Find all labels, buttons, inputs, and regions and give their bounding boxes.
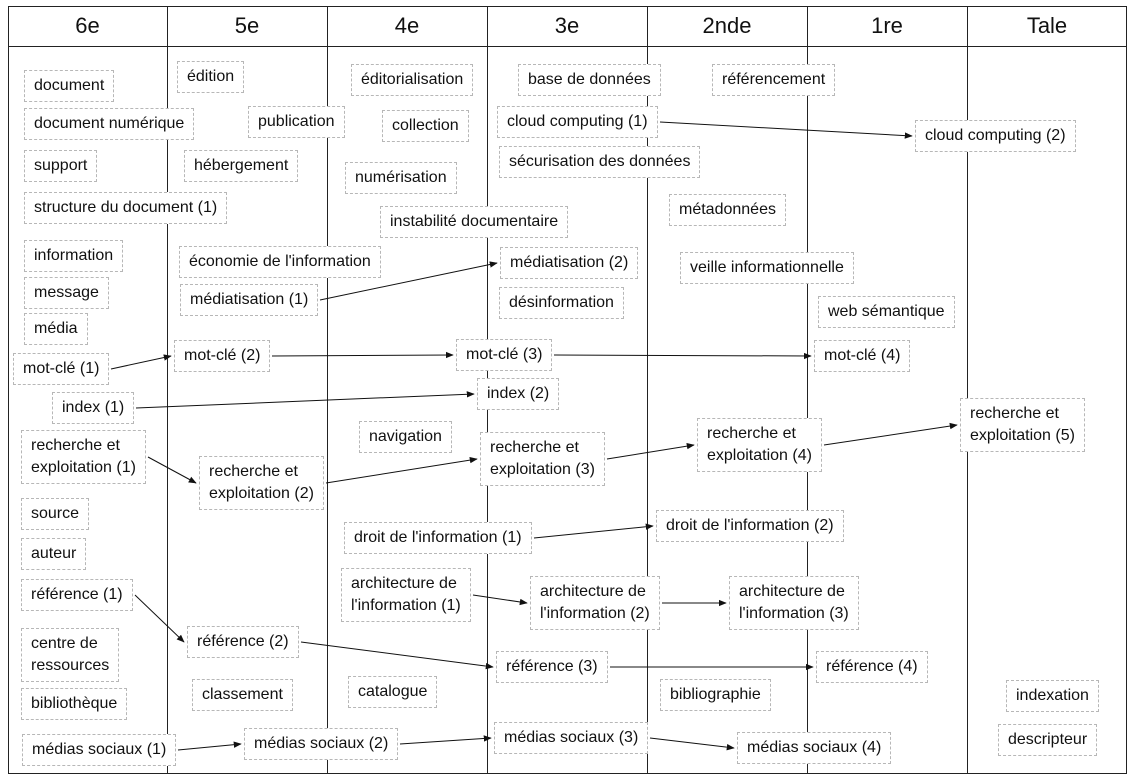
concept-reference-4: référence (4)	[816, 651, 928, 683]
concept-architecture-de-l-information-2: architecture de l'information (2)	[530, 576, 660, 630]
concept-cloud-computing-1: cloud computing (1)	[497, 106, 658, 138]
concept-architecture-de-l-information-1: architecture de l'information (1)	[341, 568, 471, 622]
concept-referencement: référencement	[712, 64, 836, 96]
concept-index-1: index (1)	[52, 392, 135, 424]
concept-media: média	[24, 313, 88, 345]
concept-bibliographie: bibliographie	[660, 679, 771, 711]
concept-recherche-et-exploitation-5: recherche et exploitation (5)	[960, 398, 1085, 452]
concept-medias-sociaux-2: médias sociaux (2)	[244, 728, 399, 760]
concept-mediatisation-2: médiatisation (2)	[500, 247, 639, 279]
concept-auteur: auteur	[21, 538, 87, 570]
progression-arrow	[325, 456, 478, 484]
progression-arrow	[147, 456, 197, 484]
concept-web-semantique: web sémantique	[818, 296, 955, 328]
concept-medias-sociaux-1: médias sociaux (1)	[22, 734, 177, 766]
concept-collection: collection	[382, 110, 469, 142]
column-header-5e: 5e	[234, 13, 260, 38]
column-header-tale: Tale	[1026, 13, 1068, 38]
progression-arrow	[823, 422, 958, 446]
progression-arrow	[533, 523, 654, 539]
concept-recherche-et-exploitation-2: recherche et exploitation (2)	[199, 456, 324, 510]
concept-reference-1: référence (1)	[21, 579, 133, 611]
concept-document-numerique: document numérique	[24, 108, 195, 140]
column-header-2nde: 2nde	[702, 13, 752, 38]
progression-arrow	[135, 391, 475, 409]
concept-droit-de-l-information-2: droit de l'information (2)	[656, 510, 844, 542]
concept-reference-2: référence (2)	[187, 626, 299, 658]
concept-message: message	[24, 277, 109, 309]
concept-medias-sociaux-4: médias sociaux (4)	[737, 732, 892, 764]
progression-arrow	[472, 594, 528, 606]
column-header-1re: 1re	[871, 13, 903, 38]
concept-document: document	[24, 70, 115, 102]
column-divider	[327, 6, 328, 774]
concept-securisation-des-donnees: sécurisation des données	[499, 146, 701, 178]
concept-architecture-de-l-information-3: architecture de l'information (3)	[729, 576, 859, 630]
concept-mot-cle-3: mot-clé (3)	[456, 339, 553, 371]
concept-editorialisation: éditorialisation	[351, 64, 474, 96]
concept-navigation: navigation	[359, 421, 452, 453]
column-divider	[647, 6, 648, 774]
concept-recherche-et-exploitation-4: recherche et exploitation (4)	[697, 418, 822, 472]
concept-structure-du-document: structure du document (1)	[24, 192, 228, 224]
concept-information: information	[24, 240, 124, 272]
progression-arrow	[553, 352, 812, 360]
concept-reference-3: référence (3)	[496, 651, 608, 683]
concept-base-de-donnees: base de données	[518, 64, 661, 96]
concept-centre-de-ressources: centre de ressources	[21, 628, 120, 682]
concept-support: support	[24, 150, 98, 182]
concept-classement: classement	[192, 679, 293, 711]
concept-descripteur: descripteur	[998, 724, 1098, 756]
concept-medias-sociaux-3: médias sociaux (3)	[494, 722, 649, 754]
column-header-3e: 3e	[554, 13, 580, 38]
column-header-4e: 4e	[394, 13, 420, 38]
header-rule	[8, 46, 1127, 47]
concept-veille-informationnelle: veille informationnelle	[680, 252, 854, 284]
column-divider	[167, 6, 168, 774]
concept-publication: publication	[248, 106, 345, 138]
progression-arrow	[271, 351, 454, 359]
concept-source: source	[21, 498, 90, 530]
concept-instabilite-documentaire: instabilité documentaire	[380, 206, 569, 238]
concept-indexation: indexation	[1006, 680, 1099, 712]
progression-arrow	[649, 737, 735, 751]
progression-arrow	[110, 354, 172, 370]
concept-edition: édition	[177, 61, 245, 93]
concept-index-2: index (2)	[477, 378, 560, 410]
progression-arrow	[659, 121, 913, 139]
concept-droit-de-l-information-1: droit de l'information (1)	[344, 522, 532, 554]
concept-metadonnees: métadonnées	[669, 194, 786, 226]
concept-mot-cle-2: mot-clé (2)	[174, 340, 271, 372]
concept-mot-cle-4: mot-clé (4)	[814, 340, 911, 372]
concept-mot-cle-1: mot-clé (1)	[13, 353, 110, 385]
column-divider	[967, 6, 968, 774]
progression-arrow	[399, 735, 492, 745]
concept-recherche-et-exploitation-1: recherche et exploitation (1)	[21, 430, 146, 484]
concept-bibliotheque: bibliothèque	[21, 688, 128, 720]
concept-catalogue: catalogue	[348, 676, 438, 708]
concept-mediatisation-1: médiatisation (1)	[180, 284, 319, 316]
column-divider	[807, 6, 808, 774]
concept-economie-de-l-information: économie de l'information	[179, 246, 381, 278]
progression-arrow	[319, 261, 498, 301]
concept-recherche-et-exploitation-3: recherche et exploitation (3)	[480, 432, 605, 486]
column-header-6e: 6e	[75, 13, 100, 38]
diagram-frame	[8, 6, 1127, 774]
concept-desinformation: désinformation	[499, 287, 624, 319]
progression-arrow	[177, 741, 242, 751]
concept-numerisation: numérisation	[345, 162, 457, 194]
concept-hebergement: hébergement	[184, 150, 299, 182]
progression-arrow	[300, 641, 494, 670]
concept-cloud-computing-2: cloud computing (2)	[915, 120, 1076, 152]
progression-arrow	[606, 442, 695, 460]
progression-arrow	[134, 594, 185, 643]
